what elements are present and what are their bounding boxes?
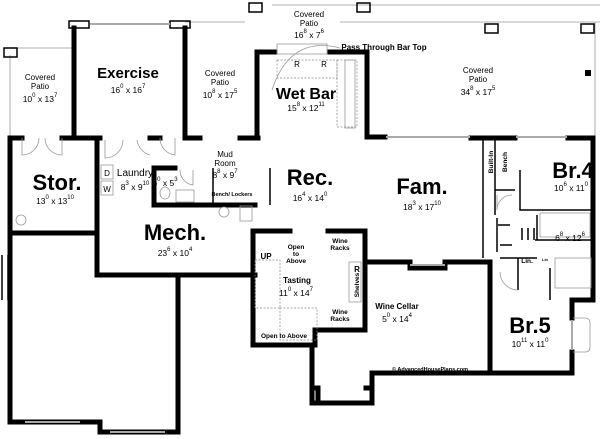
room-dimensions: 100 x 137 bbox=[23, 93, 58, 104]
svg-text:Patio: Patio bbox=[300, 19, 319, 28]
svg-text:Wine: Wine bbox=[332, 309, 348, 316]
room-storage: Stor. 130 x 1310 bbox=[33, 170, 82, 206]
svg-text:Above: Above bbox=[286, 258, 306, 265]
linen-small-label: Lin bbox=[542, 257, 549, 262]
svg-text:Mud: Mud bbox=[217, 150, 233, 159]
room-dimensions: 348 x 175 bbox=[461, 86, 496, 97]
room-dimensions: 50 x 144 bbox=[382, 313, 413, 324]
room-mech: Mech. 236 x 104 bbox=[144, 220, 206, 258]
half-bath-dim: 60 x 53 bbox=[152, 177, 178, 188]
svg-text:W: W bbox=[103, 185, 111, 194]
svg-text:to: to bbox=[293, 251, 299, 258]
svg-text:R: R bbox=[321, 60, 327, 69]
linen-label: Lin. bbox=[521, 258, 533, 265]
room-dimensions: 83 x 910 bbox=[121, 181, 150, 192]
room-wet-bar: Wet Bar 158 x 1211 R R bbox=[276, 60, 336, 113]
room-wine-cellar: Wine Cellar 50 x 144 bbox=[375, 302, 419, 324]
svg-text:Mech.: Mech. bbox=[144, 220, 206, 245]
svg-text:Covered: Covered bbox=[205, 69, 235, 78]
svg-text:Br.5: Br.5 bbox=[509, 313, 551, 338]
room-dimensions: 164 x 140 bbox=[293, 192, 328, 203]
svg-text:Patio: Patio bbox=[31, 82, 50, 91]
svg-text:Patio: Patio bbox=[211, 78, 230, 87]
fixtures bbox=[15, 43, 592, 341]
svg-text:Racks: Racks bbox=[330, 316, 350, 323]
room-patio-right: Covered Patio 348 x 175 bbox=[461, 66, 496, 97]
room-dimensions: 106 x 110 bbox=[554, 182, 589, 193]
svg-text:UP: UP bbox=[260, 252, 272, 261]
room-dimensions: 108 x 175 bbox=[203, 89, 238, 100]
room-dimensions: 1011 x 110 bbox=[512, 338, 550, 349]
svg-text:Open: Open bbox=[288, 244, 305, 251]
svg-text:Laundry: Laundry bbox=[117, 168, 153, 179]
bench-label: Bench bbox=[502, 152, 509, 172]
svg-text:Wine Cellar: Wine Cellar bbox=[375, 302, 419, 311]
svg-text:Wine: Wine bbox=[332, 238, 348, 245]
svg-text:Tasting: Tasting bbox=[283, 276, 311, 285]
svg-text:Open to Above: Open to Above bbox=[261, 333, 307, 340]
windows bbox=[25, 136, 591, 433]
door-swings bbox=[21, 45, 519, 291]
room-br4: Br.4 106 x 110 bbox=[552, 158, 594, 193]
svg-text:R: R bbox=[294, 60, 300, 69]
svg-text:Bench/ Lockers: Bench/ Lockers bbox=[212, 192, 253, 198]
copyright-watermark: © AdvancedHousePlans.com bbox=[392, 366, 468, 373]
svg-text:Stor.: Stor. bbox=[33, 170, 82, 195]
room-fam: Fam. 183 x 1710 bbox=[396, 174, 447, 212]
room-dimensions: 88 x 97 bbox=[212, 169, 238, 180]
room-dimensions: 183 x 1710 bbox=[403, 201, 442, 212]
room-dimensions: 130 x 1310 bbox=[36, 195, 75, 206]
svg-text:Shelves: Shelves bbox=[354, 272, 361, 297]
patio-outlines bbox=[9, 4, 600, 137]
svg-text:Patio: Patio bbox=[469, 75, 488, 84]
svg-text:Fam.: Fam. bbox=[396, 174, 447, 199]
room-patio-left: Covered Patio 100 x 137 bbox=[23, 73, 58, 104]
svg-text:Room: Room bbox=[214, 159, 236, 168]
room-dimensions: 236 x 104 bbox=[158, 247, 193, 258]
svg-text:Covered: Covered bbox=[463, 66, 493, 75]
room-patio-top: Covered Patio 168 x 76 bbox=[294, 10, 325, 40]
room-dimensions: 168 x 76 bbox=[294, 29, 325, 40]
svg-text:D: D bbox=[104, 169, 110, 178]
svg-text:Covered: Covered bbox=[25, 73, 55, 82]
room-dimensions: 158 x 1211 bbox=[287, 102, 325, 113]
room-patio-mid: Covered Patio 108 x 175 bbox=[203, 69, 238, 100]
room-tasting: UP Open to Above Tasting 110 x 147 Open … bbox=[260, 244, 313, 340]
wine-storage: Wine Racks Wine Racks Shelves R bbox=[330, 238, 361, 323]
room-mud-room: Mud Room 88 x 97 Bench/ Lockers bbox=[212, 150, 253, 198]
built-in-label: Built-In bbox=[488, 151, 495, 173]
bath-dim: 68 x 126 bbox=[555, 232, 586, 243]
svg-text:Br.4: Br.4 bbox=[552, 158, 594, 183]
svg-text:R: R bbox=[354, 265, 360, 274]
pass-through-label: Pass Through Bar Top bbox=[341, 43, 426, 52]
room-rec: Rec. 164 x 140 bbox=[287, 165, 333, 203]
room-br5: Br.5 1011 x 110 bbox=[509, 313, 551, 349]
room-laundry: Laundry 83 x 910 D W bbox=[103, 168, 153, 194]
svg-text:Covered: Covered bbox=[294, 10, 324, 19]
svg-text:Racks: Racks bbox=[330, 245, 350, 252]
svg-text:Exercise: Exercise bbox=[97, 65, 159, 82]
svg-text:Wet Bar: Wet Bar bbox=[276, 86, 336, 103]
walls bbox=[1, 23, 596, 435]
room-dimensions: 160 x 167 bbox=[111, 84, 146, 95]
svg-text:Rec.: Rec. bbox=[287, 165, 333, 190]
room-dimensions: 110 x 147 bbox=[279, 287, 314, 298]
room-exercise: Exercise 160 x 167 bbox=[97, 65, 159, 95]
